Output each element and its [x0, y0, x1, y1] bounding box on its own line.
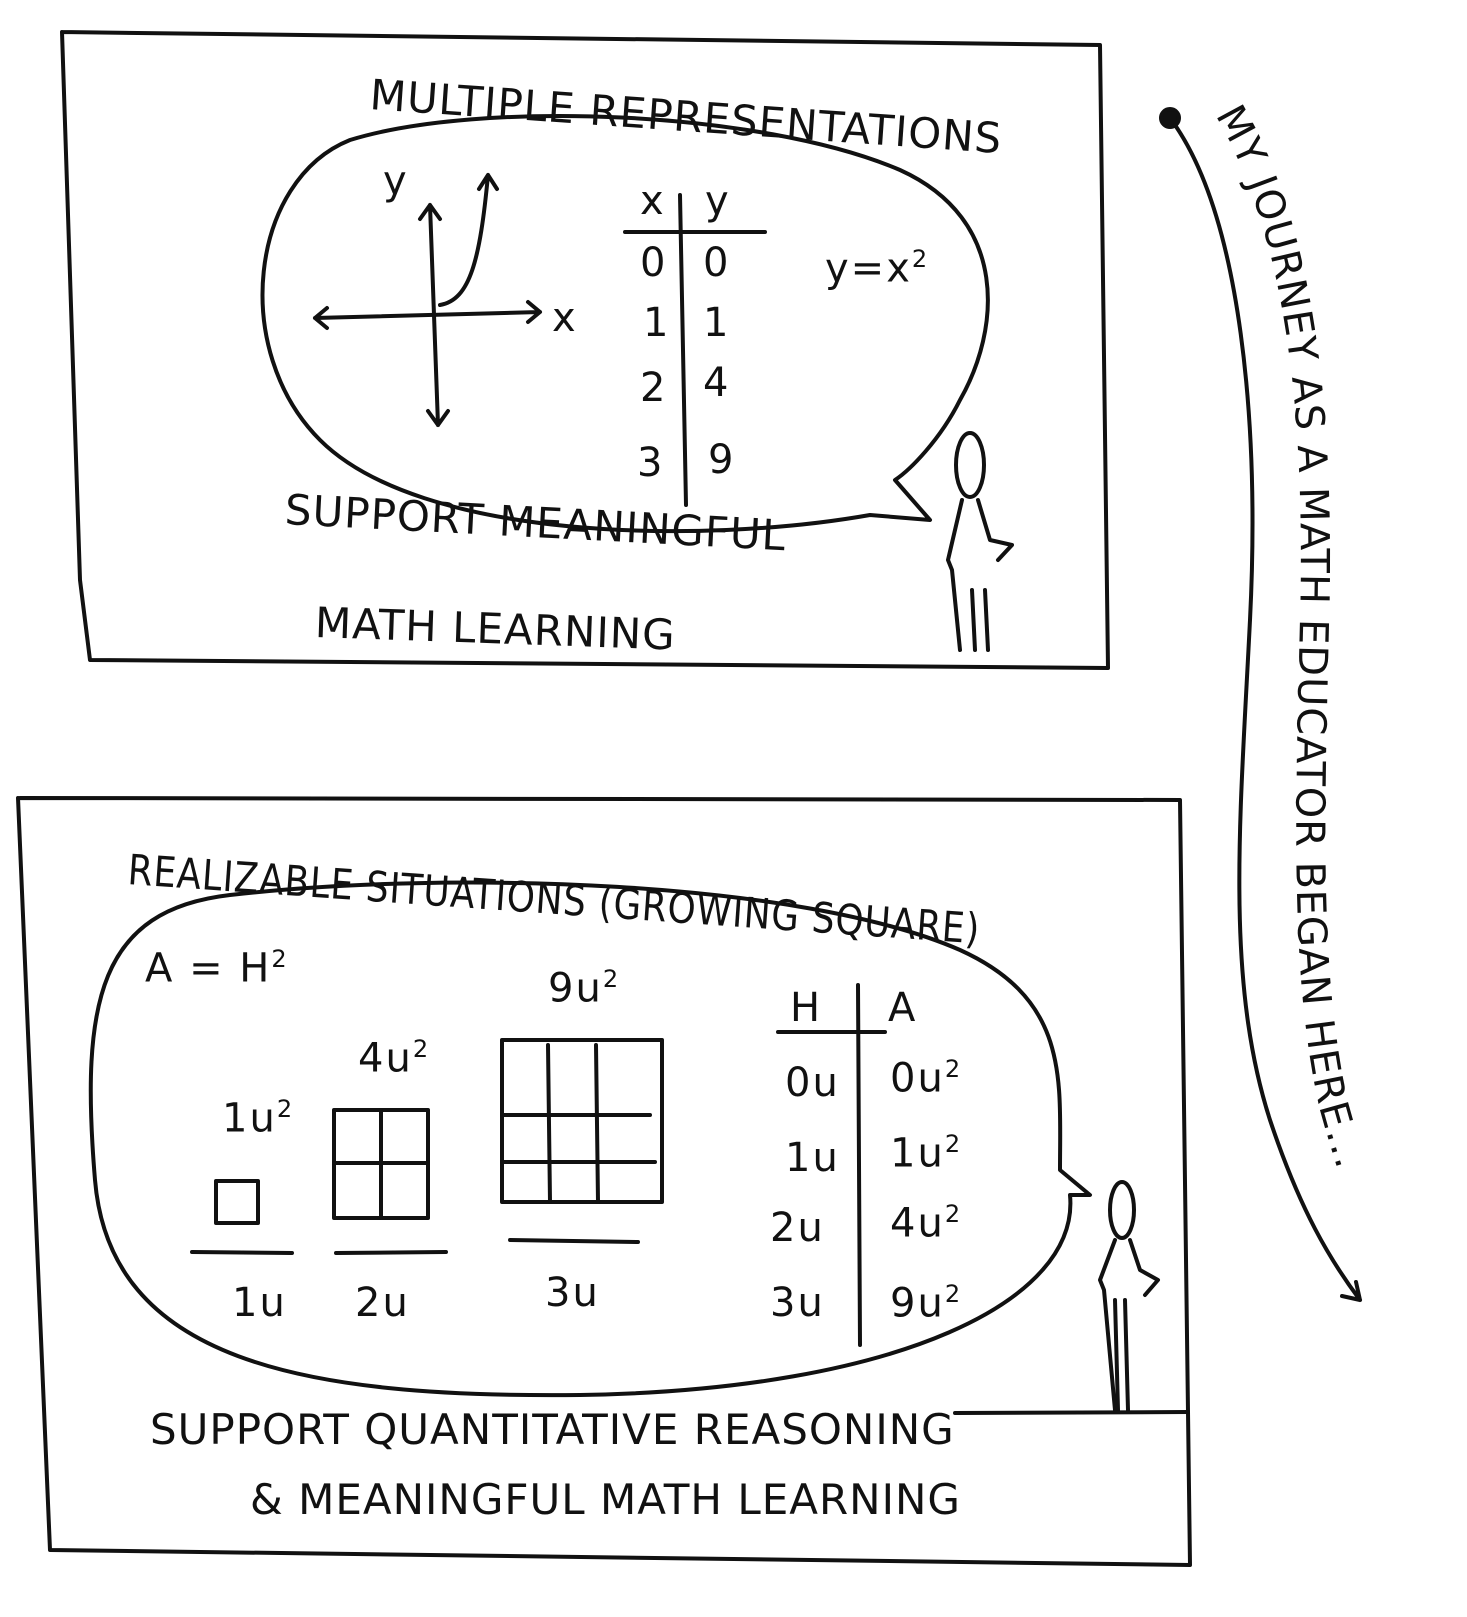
panel1-frame	[60, 30, 1110, 670]
journey-start-dot	[1159, 107, 1181, 129]
exponent: 2	[602, 965, 621, 993]
cell-value: 1u	[890, 1130, 945, 1177]
exponent: 2	[412, 1035, 431, 1063]
exponent: 2	[944, 1280, 963, 1308]
teacher-figure	[946, 431, 1014, 652]
panel2-frame	[16, 796, 1192, 1567]
equation-base: y=x	[825, 245, 912, 292]
journey-caption: MY JOURNEY AS A MATH EDUCATOR BEGAN HERE…	[1207, 98, 1373, 1174]
formula-base: A = H	[145, 945, 272, 992]
journey-path	[1173, 123, 1362, 1302]
table-cell: 3u	[770, 1280, 825, 1326]
equation-exponent: 2	[911, 245, 930, 273]
table-cell: 2	[640, 365, 668, 411]
square-area-label: 9u2	[548, 965, 620, 1011]
table-cell: 0u	[785, 1060, 840, 1106]
square-side-label: 2u	[355, 1280, 410, 1326]
table-cell: 2u	[770, 1205, 825, 1251]
panel2-speech-bubble	[88, 880, 1092, 1398]
square-side-label: 1u	[232, 1280, 287, 1326]
exponent: 2	[944, 1200, 963, 1228]
formula: A = H2	[145, 945, 289, 991]
exponent: 2	[944, 1130, 963, 1158]
table-cell: 0	[640, 240, 668, 286]
panel1-speech-bubble	[260, 114, 990, 534]
panel2-caption-line2: & MEANINGFUL MATH LEARNING	[250, 1475, 961, 1524]
table-cell: 9u2	[890, 1280, 962, 1326]
table-header: x	[640, 178, 666, 224]
coordinate-axes	[313, 173, 542, 427]
panel2-table-lines	[776, 983, 887, 1347]
table-cell: 4u2	[890, 1200, 962, 1246]
square-area-label: 4u2	[358, 1035, 430, 1081]
table-cell: 1u2	[890, 1130, 962, 1176]
equation: y=x2	[825, 245, 929, 291]
table-header: y	[705, 178, 731, 224]
exponent: 2	[276, 1095, 295, 1123]
square-area-label: 1u2	[222, 1095, 294, 1141]
table-cell: 4	[703, 360, 731, 406]
table-cell: 1u	[785, 1135, 840, 1181]
table-cell: 0u2	[890, 1055, 962, 1101]
cell-value: 4u	[890, 1200, 945, 1247]
square-side-label: 3u	[545, 1270, 600, 1316]
formula-exponent: 2	[271, 945, 289, 973]
table-header: H	[790, 985, 823, 1031]
cell-value: 0u	[890, 1055, 945, 1102]
table-cell: 3	[637, 440, 665, 486]
table-cell: 0	[703, 240, 731, 286]
axis-y-label: y	[383, 158, 409, 204]
area-value: 4u	[358, 1035, 413, 1082]
panel2-caption-line1: SUPPORT QUANTITATIVE REASONING	[150, 1405, 955, 1454]
parabola-curve	[438, 173, 499, 307]
table-cell: 1	[703, 300, 731, 346]
growing-squares	[190, 1038, 664, 1255]
table-header: A	[888, 985, 918, 1031]
journey-text: MY JOURNEY AS A MATH EDUCATOR BEGAN HERE…	[1207, 98, 1372, 1174]
area-value: 9u	[548, 965, 603, 1012]
area-value: 1u	[222, 1095, 277, 1142]
axis-x-label: x	[552, 295, 578, 341]
table-cell: 9	[708, 437, 736, 483]
cell-value: 9u	[890, 1280, 945, 1327]
panel1-table-lines	[623, 193, 767, 507]
exponent: 2	[944, 1055, 963, 1083]
table-cell: 1	[643, 300, 671, 346]
teacher-figure-2	[953, 1180, 1190, 1415]
